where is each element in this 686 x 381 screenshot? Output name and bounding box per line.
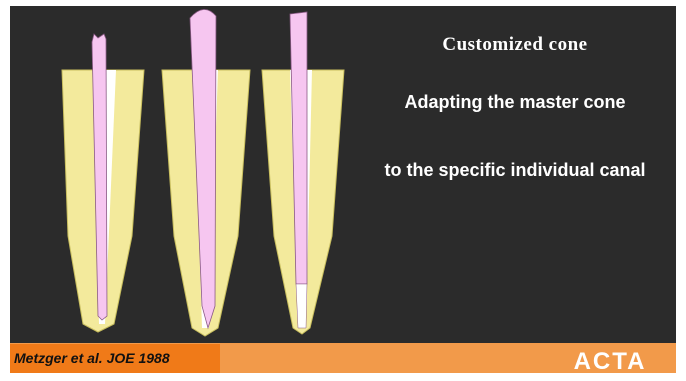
citation-box: Metzger et al. JOE 1988	[10, 344, 220, 373]
subtitle-line-1: Adapting the master cone	[370, 92, 660, 113]
canal-tip-right	[296, 284, 307, 328]
subtitle-line-2: to the specific individual canal	[370, 158, 660, 182]
tooth-left	[62, 34, 144, 332]
acta-logo: ACTA	[565, 347, 655, 373]
canal-illustration	[10, 6, 360, 342]
citation-text: Metzger et al. JOE 1988	[14, 350, 170, 366]
slide: Customized cone Adapting the master cone…	[10, 6, 676, 373]
acta-logo-text: ACTA	[574, 348, 647, 373]
tooth-right	[262, 12, 344, 334]
tooth-middle	[162, 9, 250, 336]
slide-title: Customized cone	[400, 34, 630, 56]
